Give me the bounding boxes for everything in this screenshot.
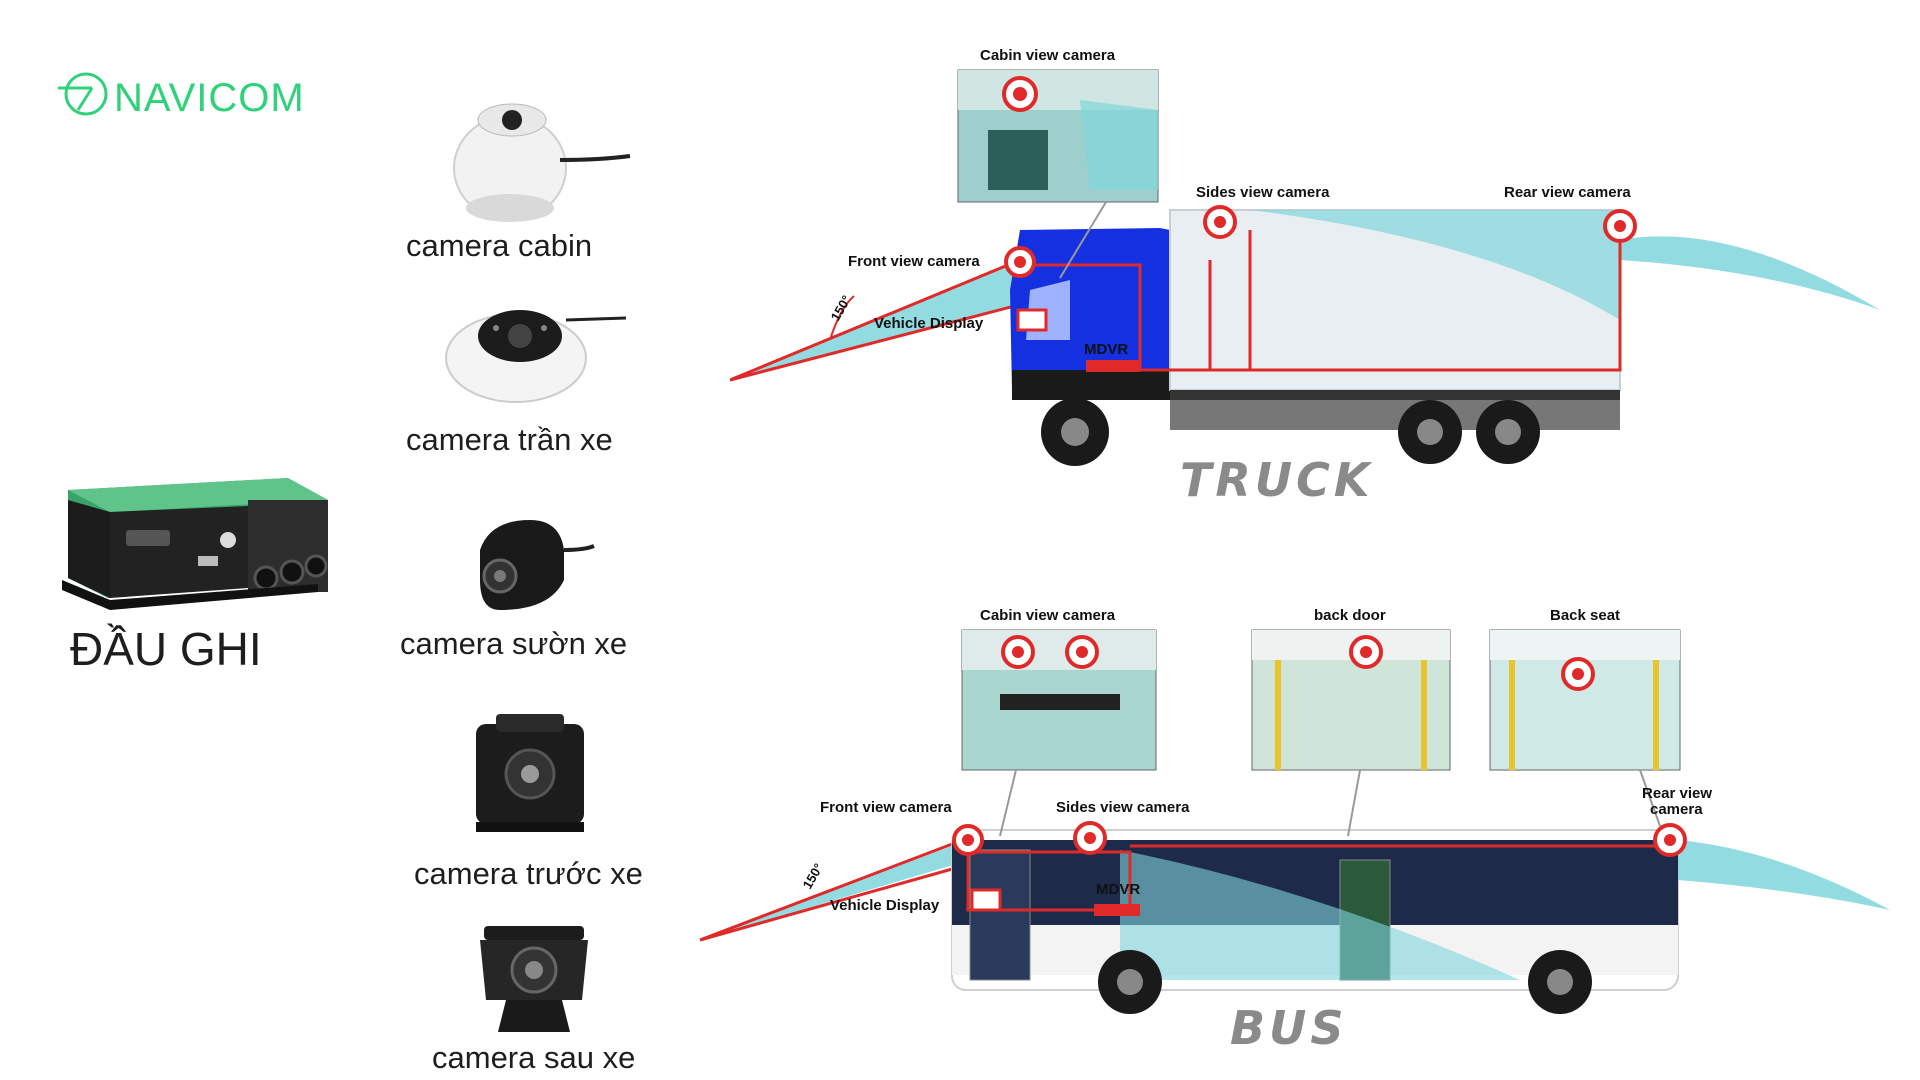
truck-angle-label: 150° bbox=[828, 293, 854, 324]
truck-diagram: 150° Cabin view camera Sides view camera… bbox=[730, 47, 1880, 507]
bus-back-seat-label: Back seat bbox=[1550, 607, 1620, 624]
truck-cab bbox=[1010, 228, 1170, 390]
bus-rear-camera-marker bbox=[1653, 823, 1687, 857]
truck-front-view-label: Front view camera bbox=[848, 253, 980, 270]
camera-label-1: camera cabin bbox=[406, 228, 593, 263]
camera-label-5: camera sau xe bbox=[432, 1040, 636, 1075]
truck-title: TRUCK bbox=[1180, 453, 1374, 507]
camera-label-3: camera sườn xe bbox=[400, 626, 628, 661]
truck-front-camera-marker bbox=[1004, 246, 1036, 278]
truck-mdvr-icon bbox=[1086, 360, 1140, 372]
navicom-logo: NAVICOM bbox=[56, 64, 316, 124]
truck-vehicle-display-icon bbox=[1016, 308, 1048, 332]
bus-side-camera-marker bbox=[1073, 821, 1107, 855]
truck-rear-camera-marker bbox=[1603, 209, 1637, 243]
truck-rear-view-label: Rear view camera bbox=[1504, 184, 1631, 201]
brand-name: NAVICOM bbox=[114, 76, 305, 120]
truck-sides-view-label: Sides view camera bbox=[1196, 184, 1330, 201]
dome-camera-icon bbox=[453, 103, 631, 222]
bus-vehicle-display-label: Vehicle Display bbox=[830, 897, 940, 914]
bus-back-door-camera-marker bbox=[1349, 635, 1383, 669]
bus-front-camera-marker bbox=[952, 824, 984, 856]
ceiling-dome-camera-icon bbox=[445, 310, 627, 403]
bus-angle-label: 150° bbox=[800, 861, 826, 892]
truck-side-coverage bbox=[1250, 210, 1620, 320]
mdvr-recorder-icon bbox=[62, 478, 328, 610]
truck-side-camera-marker bbox=[1203, 205, 1237, 239]
bus-sides-view-label: Sides view camera bbox=[1056, 799, 1190, 816]
truck-cabin-view-label: Cabin view camera bbox=[980, 47, 1116, 64]
bus-rear-coverage bbox=[1678, 840, 1890, 910]
bus-mdvr-icon bbox=[1094, 904, 1140, 916]
bus-cabin-view-label: Cabin view camera bbox=[980, 607, 1116, 624]
bus-diagram: 150° Cabin view camera back door Back se… bbox=[700, 607, 1890, 1055]
bus-mdvr-label: MDVR bbox=[1096, 881, 1140, 898]
front-camera-icon bbox=[476, 714, 584, 832]
bus-title: BUS bbox=[1230, 1001, 1348, 1055]
bus-cabin-camera-marker-1 bbox=[1001, 635, 1035, 669]
bus-side-coverage bbox=[1120, 850, 1520, 980]
recorder-label: ĐẦU GHI bbox=[70, 623, 262, 675]
truck-cabin-camera-marker bbox=[1002, 76, 1038, 112]
bus-back-seat-camera-marker bbox=[1561, 657, 1595, 691]
bus-rear-view-label-line1: Rear view bbox=[1642, 785, 1712, 802]
camera-label-4: camera trước xe bbox=[414, 856, 643, 891]
camera-label-2: camera trần xe bbox=[406, 422, 613, 457]
side-camera-icon bbox=[480, 520, 595, 610]
navicom-logo-icon bbox=[58, 72, 108, 116]
truck-rear-coverage bbox=[1620, 236, 1880, 310]
bus-rear-view-label-line2: camera bbox=[1650, 801, 1703, 818]
bus-back-door-label: back door bbox=[1314, 607, 1386, 624]
truck-vehicle-display-label: Vehicle Display bbox=[874, 315, 984, 332]
bus-front-view-label: Front view camera bbox=[820, 799, 952, 816]
rear-camera-icon bbox=[480, 926, 588, 1032]
bus-vehicle-display-icon bbox=[970, 888, 1002, 912]
bus-cabin-camera-marker-2 bbox=[1065, 635, 1099, 669]
truck-mdvr-label: MDVR bbox=[1084, 341, 1128, 358]
